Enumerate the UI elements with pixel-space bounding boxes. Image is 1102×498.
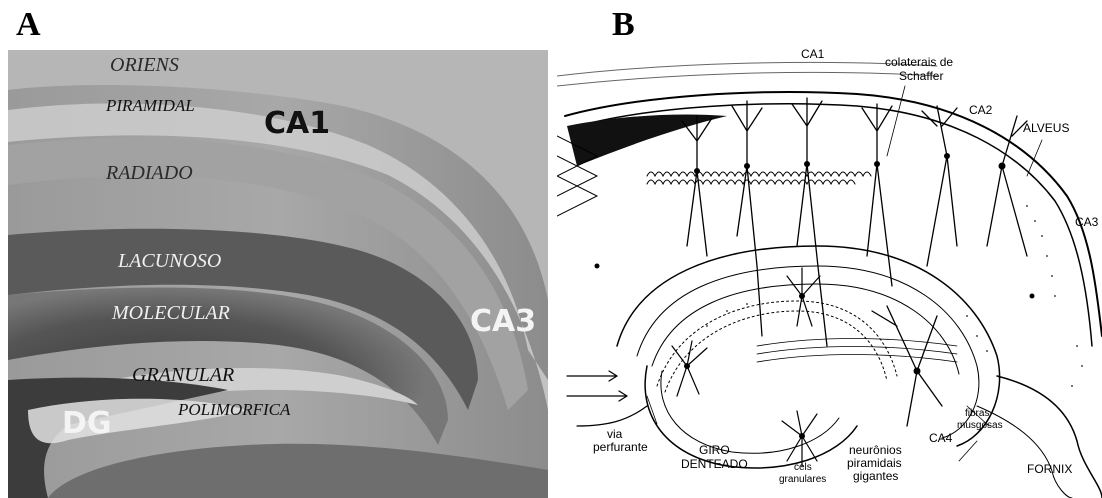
layer-label-piramidal: PIRAMIDAL (106, 96, 195, 116)
label-fibras-line1: fibras (965, 408, 989, 419)
label-giro-line2: DENTEADO (681, 458, 748, 471)
label-neuronios-line3: gigantes (853, 470, 898, 483)
label-ca2: CA2 (969, 104, 992, 117)
label-fornix: FORNIX (1027, 463, 1072, 476)
layer-label-granular: GRANULAR (132, 364, 234, 387)
label-colaterais-line2: Schaffer (899, 70, 943, 83)
region-label-ca1: CA1 (264, 106, 330, 141)
label-cels-line1: cels (794, 462, 812, 473)
hippocampus-drawing: CA1 colaterais de Schaffer CA2 ALVEUS CA… (557, 46, 1102, 498)
label-ca1: CA1 (801, 48, 824, 61)
hippocampus-micrograph: ORIENS PIRAMIDAL RADIADO LACUNOSO MOLECU… (8, 50, 548, 498)
layer-label-oriens: ORIENS (110, 54, 179, 77)
region-label-ca3: CA3 (470, 304, 536, 339)
label-ca4: CA4 (929, 432, 952, 445)
region-label-dg: DG (62, 406, 112, 441)
label-cels-line2: granulares (779, 474, 826, 485)
panel-b-letter: B (612, 6, 635, 44)
label-giro-line1: GIRO (699, 444, 730, 457)
layer-label-molecular: MOLECULAR (112, 302, 230, 325)
label-alveus: ALVEUS (1023, 122, 1069, 135)
neuron-drawing (557, 46, 1102, 498)
panel-a-letter: A (16, 6, 41, 44)
layer-label-polimorfica: POLIMORFICA (178, 400, 290, 420)
layer-label-lacunoso: LACUNOSO (118, 250, 221, 273)
layer-label-radiado: RADIADO (106, 162, 193, 185)
label-fibras-line2: musgosas (957, 420, 1003, 431)
label-colaterais-line1: colaterais de (885, 56, 953, 69)
label-via-line2: perfurante (593, 441, 648, 454)
label-ca3: CA3 (1075, 216, 1098, 229)
